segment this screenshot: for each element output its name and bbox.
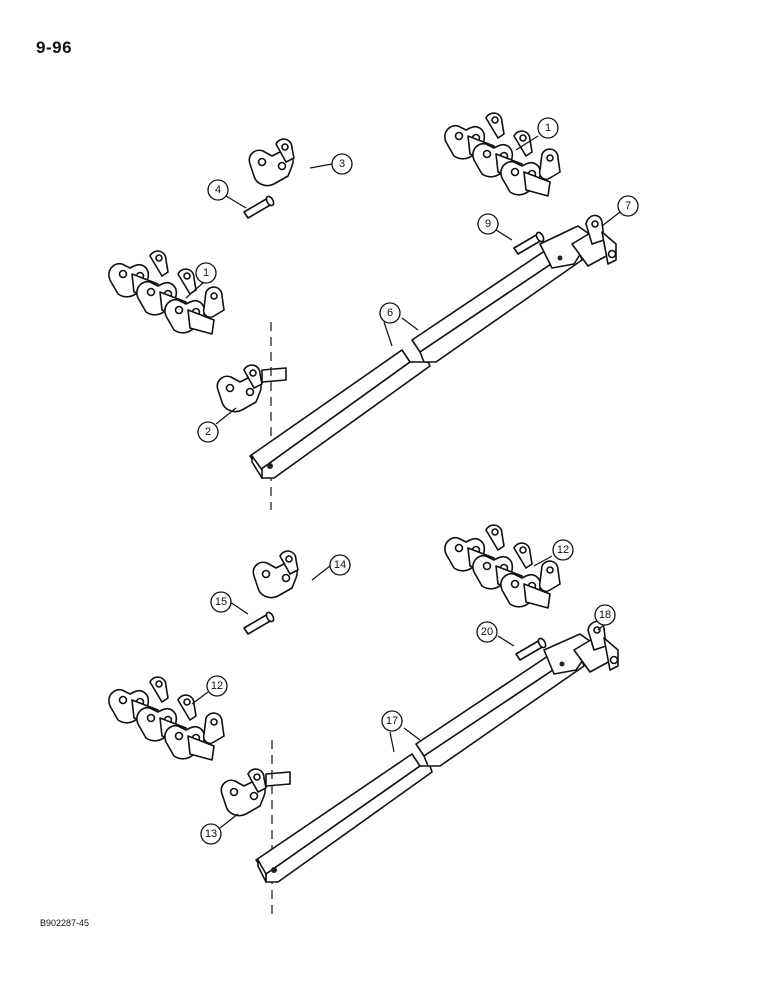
callout-2: 2 — [197, 421, 219, 443]
callout-1-upper: 1 — [537, 117, 559, 139]
angle-bar-17 — [255, 633, 595, 883]
callout-13: 13 — [200, 823, 222, 845]
callout-15: 15 — [210, 591, 232, 613]
callout-9: 9 — [477, 213, 499, 235]
chain-segment-12-upper — [445, 525, 560, 608]
pin-4 — [243, 194, 276, 219]
callout-9-label: 9 — [485, 218, 491, 230]
callout-4-label: 4 — [215, 184, 221, 196]
figure-code: B902287-45 — [40, 918, 90, 928]
leader-lines — [185, 135, 621, 829]
top-assembly — [109, 113, 617, 510]
callout-1-left-label: 1 — [203, 267, 209, 279]
callout-3: 3 — [331, 153, 353, 175]
callout-12-upper-label: 12 — [557, 544, 569, 556]
callout-18-label: 18 — [599, 609, 611, 621]
callout-1-left: 1 — [195, 262, 217, 284]
pin-20 — [515, 636, 548, 661]
callout-6-label: 6 — [387, 307, 393, 319]
pin-9 — [513, 230, 546, 255]
callout-1-upper-label: 1 — [545, 122, 551, 134]
callout-17: 17 — [381, 710, 403, 732]
callout-14: 14 — [329, 554, 351, 576]
link-14 — [252, 550, 299, 599]
link-2 — [216, 364, 287, 413]
angle-bar-6 — [249, 225, 593, 479]
callout-20-label: 20 — [481, 626, 493, 638]
callout-12-left-label: 12 — [211, 680, 223, 692]
link-3 — [248, 138, 295, 187]
bottom-assembly — [109, 525, 619, 914]
chain-segment-12-left — [109, 677, 224, 760]
callout-15-label: 15 — [215, 596, 227, 608]
callout-13-label: 13 — [205, 828, 217, 840]
callout-20: 20 — [476, 621, 498, 643]
page-number: 9-96 — [36, 38, 73, 57]
callout-14-label: 14 — [334, 559, 346, 571]
callout-2-label: 2 — [205, 426, 211, 438]
callout-12-left: 12 — [206, 675, 228, 697]
pin-15 — [243, 610, 276, 635]
link-13 — [220, 768, 291, 817]
callout-7: 7 — [617, 195, 639, 217]
callout-4: 4 — [207, 179, 229, 201]
callout-12-upper: 12 — [552, 539, 574, 561]
callout-18: 18 — [594, 604, 616, 626]
callout-3-label: 3 — [339, 158, 345, 170]
callout-7-label: 7 — [625, 200, 631, 212]
callout-6: 6 — [379, 302, 401, 324]
callout-17-label: 17 — [386, 715, 398, 727]
